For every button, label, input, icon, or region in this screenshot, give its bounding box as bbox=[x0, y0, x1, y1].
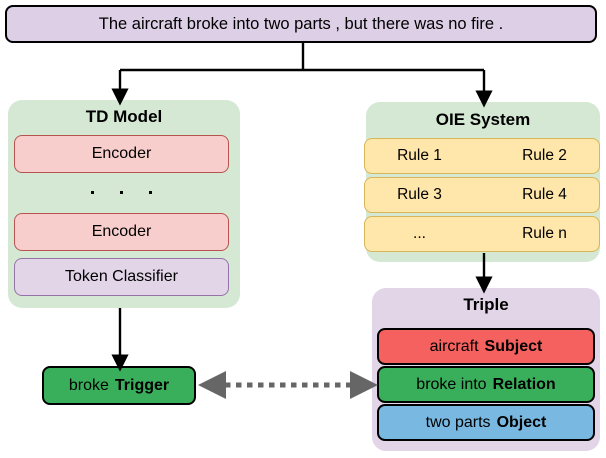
encoder-block-top: Encoder bbox=[14, 135, 229, 173]
input-sentence-text: The aircraft broke into two parts , but … bbox=[98, 14, 504, 33]
trigger-value: broke bbox=[68, 376, 109, 394]
trigger-box: broke Trigger bbox=[42, 366, 196, 405]
rule-row: ... Rule n bbox=[364, 216, 600, 252]
triple-object-label: Object bbox=[496, 413, 547, 431]
triple-subject-value: aircraft bbox=[429, 337, 479, 355]
rule-label: Rule 2 bbox=[522, 147, 567, 164]
triple-relation-label: Relation bbox=[492, 375, 556, 393]
triple-relation-value: broke into bbox=[416, 375, 487, 393]
triple-row-subject: aircraft Subject bbox=[377, 328, 595, 365]
rule-label: ... bbox=[413, 225, 426, 242]
rule-label: Rule 1 bbox=[397, 147, 442, 164]
ellipsis-dot bbox=[149, 190, 152, 194]
triple-row-relation: broke into Relation bbox=[377, 366, 595, 403]
ellipsis-dot bbox=[120, 190, 123, 194]
triple-title: Triple bbox=[463, 295, 509, 314]
input-sentence-box: The aircraft broke into two parts , but … bbox=[5, 5, 597, 43]
triple-row-object: two parts Object bbox=[377, 404, 595, 441]
triple-subject-label: Subject bbox=[484, 337, 543, 355]
trigger-label: Trigger bbox=[114, 376, 170, 394]
rule-label: Rule 4 bbox=[522, 186, 567, 203]
ellipsis-dot bbox=[91, 190, 94, 194]
rule-row: Rule 1 Rule 2 bbox=[364, 138, 600, 174]
oie-system-title: OIE System bbox=[435, 110, 531, 129]
encoder-stack-ellipsis bbox=[14, 178, 229, 206]
rule-label: Rule n bbox=[522, 225, 567, 242]
rule-label: Rule 3 bbox=[397, 186, 442, 203]
td-model-title: TD Model bbox=[85, 107, 163, 126]
rule-row: Rule 3 Rule 4 bbox=[364, 177, 600, 213]
encoder-block-bottom: Encoder bbox=[14, 213, 229, 251]
token-classifier-block: Token Classifier bbox=[14, 258, 229, 296]
triple-object-value: two parts bbox=[425, 413, 491, 431]
